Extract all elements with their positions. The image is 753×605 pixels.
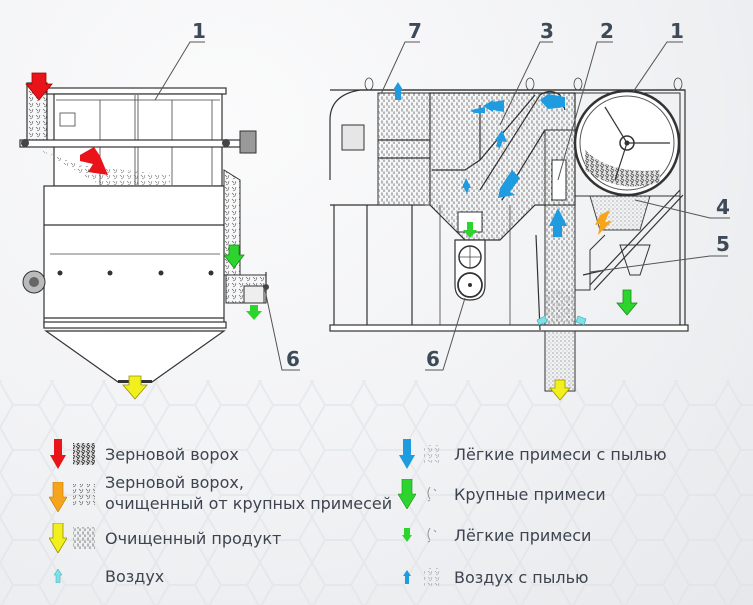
dust-arrow — [540, 94, 565, 109]
dust-arrow — [495, 130, 507, 148]
left-machine-view: 1 6 — [19, 19, 300, 400]
legend-item-large-impurities: Крупные примеси — [396, 477, 606, 511]
green-down-arrow-icon — [398, 479, 416, 509]
air-dust-arrow — [393, 82, 403, 100]
svg-text:7: 7 — [408, 19, 422, 43]
callout-4: 4 — [634, 195, 730, 219]
callout-5: 5 — [589, 232, 730, 273]
callout-6-right: 6 — [425, 297, 466, 371]
dust-arrow — [483, 100, 504, 112]
grain-texture-icon — [73, 484, 95, 506]
legend-item-grain-heap: Зерновой ворох — [47, 437, 239, 471]
svg-text:2: 2 — [600, 19, 614, 43]
air-arrow — [536, 315, 548, 326]
dust-arrow — [462, 178, 471, 194]
dust-arrow — [498, 170, 520, 198]
cyan-up-arrow-icon — [54, 569, 62, 583]
legend-item-grain-cleaned: Зерновой ворох, очищенный от крупных при… — [47, 472, 392, 514]
right-machine-view: 7 3 2 1 4 5 6 — [329, 19, 730, 401]
svg-text:5: 5 — [716, 232, 730, 256]
red-down-arrow-icon — [50, 439, 66, 469]
legend-item-air: Воздух — [47, 559, 164, 593]
grain-heap-arrow — [80, 147, 108, 175]
grain-cleaned-arrow — [595, 210, 612, 235]
grain-heap-arrow — [25, 72, 53, 101]
legend-item-air-with-dust: Воздух с пылью — [396, 560, 588, 594]
air-arrow — [575, 315, 587, 326]
cleaned-product-arrow — [122, 375, 148, 400]
callout-3: 3 — [499, 19, 554, 126]
svg-text:3: 3 — [540, 19, 554, 43]
fine-dot-texture-icon — [73, 527, 95, 549]
cleaned-product-arrow — [549, 379, 571, 401]
callout-1-left: 1 — [154, 19, 206, 101]
large-impurities-arrow — [616, 289, 638, 316]
svg-text:1: 1 — [670, 19, 684, 43]
callout-1-right: 1 — [632, 19, 684, 93]
legend-item-cleaned-product: Очищенный продукт — [47, 521, 281, 555]
air-dust-arrow — [549, 208, 567, 237]
chaff-texture-icon — [427, 486, 437, 502]
legend-item-light-impurities-dust: Лёгкие примеси с пылью — [396, 437, 667, 471]
chaff-texture-icon — [427, 527, 437, 543]
light-impurities-arrow — [463, 222, 477, 238]
callout-2: 2 — [557, 19, 614, 181]
svg-text:6: 6 — [426, 347, 440, 371]
yellow-down-arrow-icon — [49, 523, 67, 553]
legend-item-light-impurities: Лёгкие примеси — [396, 518, 591, 552]
svg-text:6: 6 — [286, 347, 300, 371]
dust-texture-icon — [424, 568, 442, 586]
grain-cleaner-diagram: 1 6 — [19, 19, 730, 401]
light-impurities-arrow — [246, 305, 262, 320]
dust-texture-icon — [424, 445, 442, 463]
callout-7: 7 — [380, 19, 422, 95]
orange-down-arrow-icon — [49, 482, 67, 512]
callout-6-left: 6 — [264, 289, 300, 371]
svg-text:4: 4 — [716, 195, 730, 219]
dense-grain-texture-icon — [73, 443, 95, 465]
large-impurities-arrow — [223, 244, 245, 269]
svg-text:1: 1 — [192, 19, 206, 43]
blue-down-arrow-icon — [399, 439, 415, 469]
dust-arrow — [470, 107, 485, 113]
small-green-down-arrow-icon — [402, 528, 412, 542]
blue-up-arrow-icon — [403, 570, 411, 584]
